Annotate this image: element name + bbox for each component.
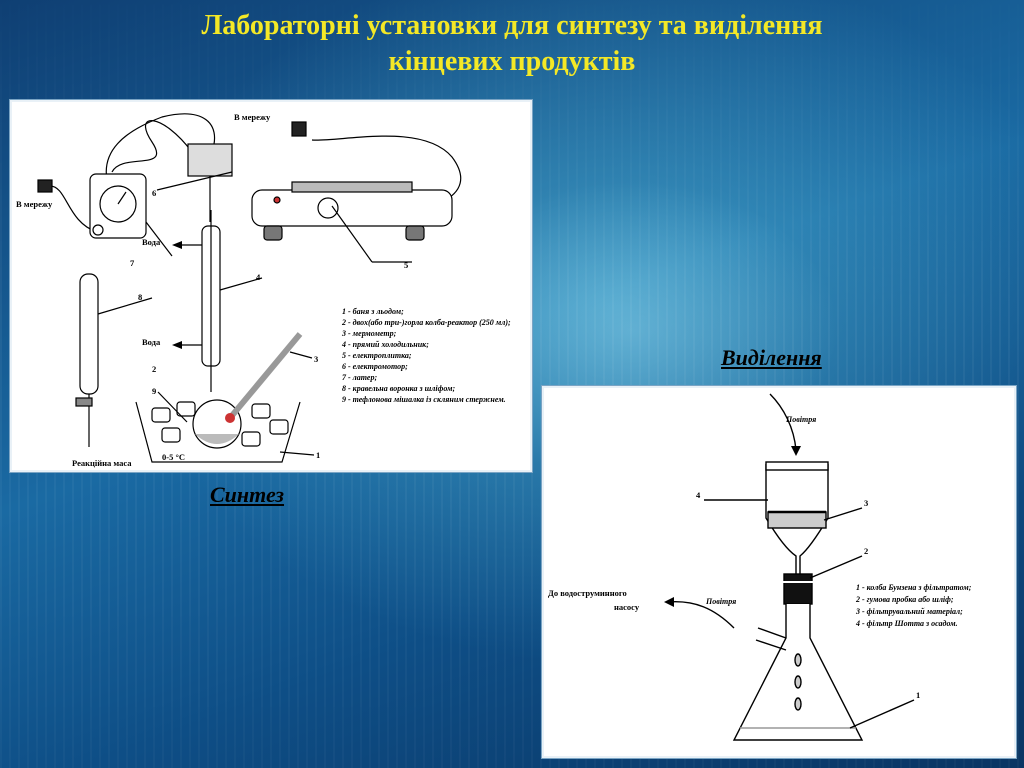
legend-item: 1 - колба Бунзена з фільтратом;	[856, 583, 972, 592]
pump-arrow-icon	[667, 601, 735, 629]
motor	[187, 143, 233, 177]
wire	[105, 113, 216, 181]
legend-item: 8 - кравельна воронка з шліфом;	[342, 384, 456, 393]
separation-illustration: Повітря Повітря До водоструминного насос…	[548, 393, 972, 741]
number-label: 5	[404, 260, 408, 270]
number-label: 9	[152, 386, 156, 396]
ice-bath	[135, 401, 301, 463]
regulator-dial-icon	[99, 185, 137, 223]
legend-item: 4 - прямий холодильник;	[341, 340, 429, 349]
slide-title-line-1: Лабораторні установки для синтезу та вид…	[201, 10, 823, 41]
pump-label-line-1: До водоструминного	[548, 588, 627, 598]
legend-item: 2 - гумова пробка або шліф;	[855, 595, 954, 604]
legend-item: 5 - електроплитка;	[342, 351, 412, 360]
separation-diagram: Повітря Повітря До водоструминного насос…	[542, 386, 1016, 758]
slide-title-line-2: кінцевих продуктів	[388, 46, 636, 77]
number-label: 6	[152, 188, 156, 198]
regulator	[89, 173, 147, 239]
number-label: 1	[316, 450, 320, 460]
temperature-label: 0-5 °С	[162, 452, 185, 462]
legend-item: 6 - електромотор;	[342, 362, 408, 371]
legend-item: 9 - тефлонова мішалка із скляним стержне…	[342, 395, 506, 404]
number-label: 4	[256, 272, 261, 282]
flask-side-arm	[755, 627, 787, 651]
legend-item: 4 - фільтр Шотта з осадом.	[855, 619, 958, 628]
filter-material	[767, 511, 827, 529]
number-label: 4	[696, 490, 701, 500]
separation-legend: 1 - колба Бунзена з фільтратом; 2 - гумо…	[855, 583, 972, 628]
dropping-funnel	[79, 273, 99, 395]
number-label: 2	[152, 364, 156, 374]
plug-icon	[37, 179, 53, 193]
number-label: 8	[138, 292, 142, 302]
air-top-label: Повітря	[785, 415, 816, 424]
legend-item: 3 - фільтрувальний матеріал;	[855, 607, 963, 616]
wire	[111, 120, 193, 173]
slide-title: Лабораторні установки для синтезу та вид…	[0, 8, 1024, 80]
mains-top-label: В мережу	[234, 112, 271, 122]
separation-caption: Виділення	[721, 345, 822, 370]
pump-label-line-2: насосу	[614, 602, 640, 612]
air-arrow-icon	[769, 393, 797, 451]
legend-item: 3 - мермометр;	[341, 329, 397, 338]
legend-item: 7 - латер;	[342, 373, 377, 382]
legend-item: 1 - баня з льодом;	[342, 307, 404, 316]
number-label: 2	[864, 546, 868, 556]
synthesis-caption: Синтез	[210, 482, 285, 507]
rubber-stopper	[783, 573, 813, 605]
bunsen-flask	[732, 604, 864, 741]
synthesis-legend: 1 - баня з льодом; 2 - двох(або три-)гор…	[341, 307, 511, 404]
air-side-label: Повітря	[705, 597, 736, 606]
number-label: 1	[916, 690, 920, 700]
synthesis-illustration: В мережу В мережу Вода Вода Реакційна ма…	[16, 112, 511, 468]
thermometer	[227, 332, 303, 420]
hot-plate	[251, 189, 453, 227]
wire	[311, 135, 462, 203]
synthesis-diagram: В мережу В мережу Вода Вода Реакційна ма…	[10, 100, 532, 472]
water-in-label: Вода	[142, 337, 161, 347]
legend-item: 2 - двох(або три-)горла колба-реактор (2…	[341, 318, 511, 327]
wire	[49, 185, 98, 233]
mains-left-label: В мережу	[16, 199, 53, 209]
plug-icon	[291, 121, 307, 137]
reaction-mass-label: Реакційна маса	[72, 458, 132, 468]
water-out-label: Вода	[142, 237, 161, 247]
number-label: 7	[130, 258, 135, 268]
number-label: 3	[314, 354, 318, 364]
number-label: 3	[864, 498, 868, 508]
